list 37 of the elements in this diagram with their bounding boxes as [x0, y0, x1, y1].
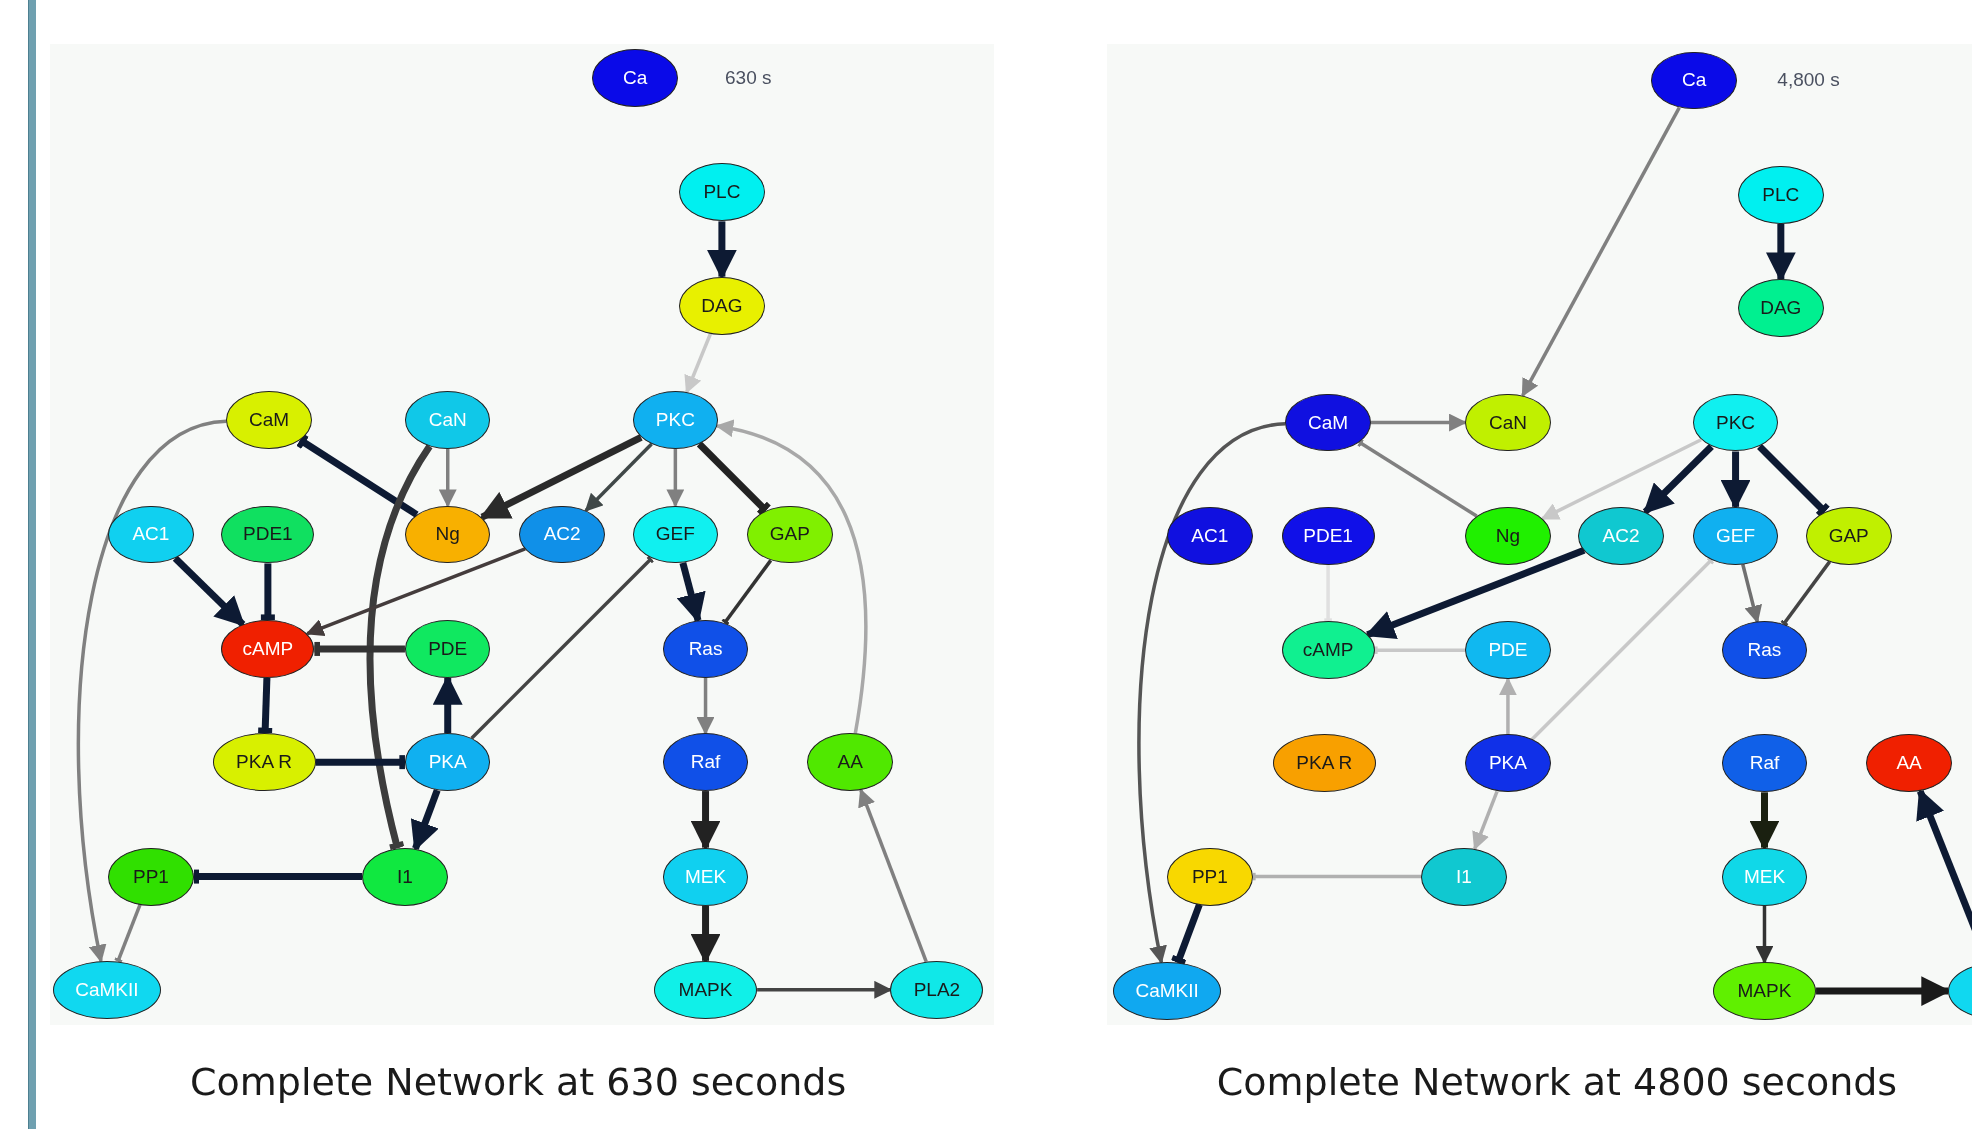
inhibition-line [296, 434, 419, 518]
inhibition-line [314, 641, 405, 656]
inhibition-line [1324, 564, 1332, 622]
arrow [479, 434, 643, 521]
inhibition-line [114, 903, 142, 963]
inhibition-line [1374, 646, 1466, 654]
arrow [715, 420, 868, 734]
inhibition-line [260, 563, 275, 620]
arrow [1642, 443, 1714, 515]
arrow [696, 677, 715, 735]
arrow [1755, 905, 1774, 964]
time-label: 630 s [725, 66, 772, 89]
arrow [584, 442, 653, 512]
arrow [1364, 546, 1586, 639]
arrow [438, 449, 457, 508]
arrow [1370, 413, 1467, 432]
arrow [305, 547, 526, 637]
inhibition-line [1780, 560, 1832, 627]
arrow [172, 555, 246, 628]
inhibition-line [721, 559, 773, 626]
inhibition-line [193, 869, 363, 884]
arrow [76, 419, 227, 963]
caption: Complete Network at 630 seconds [190, 1059, 847, 1104]
caption: Complete Network at 4800 seconds [1216, 1059, 1898, 1104]
inhibition-line [470, 555, 655, 740]
inhibition-line [1530, 557, 1715, 741]
arrow [1499, 677, 1517, 735]
inhibition-line [1357, 439, 1478, 518]
arrow [666, 449, 685, 508]
time-label: 4,800 s [1777, 69, 1840, 92]
inhibition-line [1252, 872, 1422, 881]
inhibition-line [258, 677, 273, 734]
inhibition-line [1757, 444, 1830, 517]
inhibition-line [315, 755, 405, 770]
inhibition-line [1171, 903, 1203, 966]
inhibition-line [366, 444, 433, 850]
inhibition-line [696, 441, 771, 516]
